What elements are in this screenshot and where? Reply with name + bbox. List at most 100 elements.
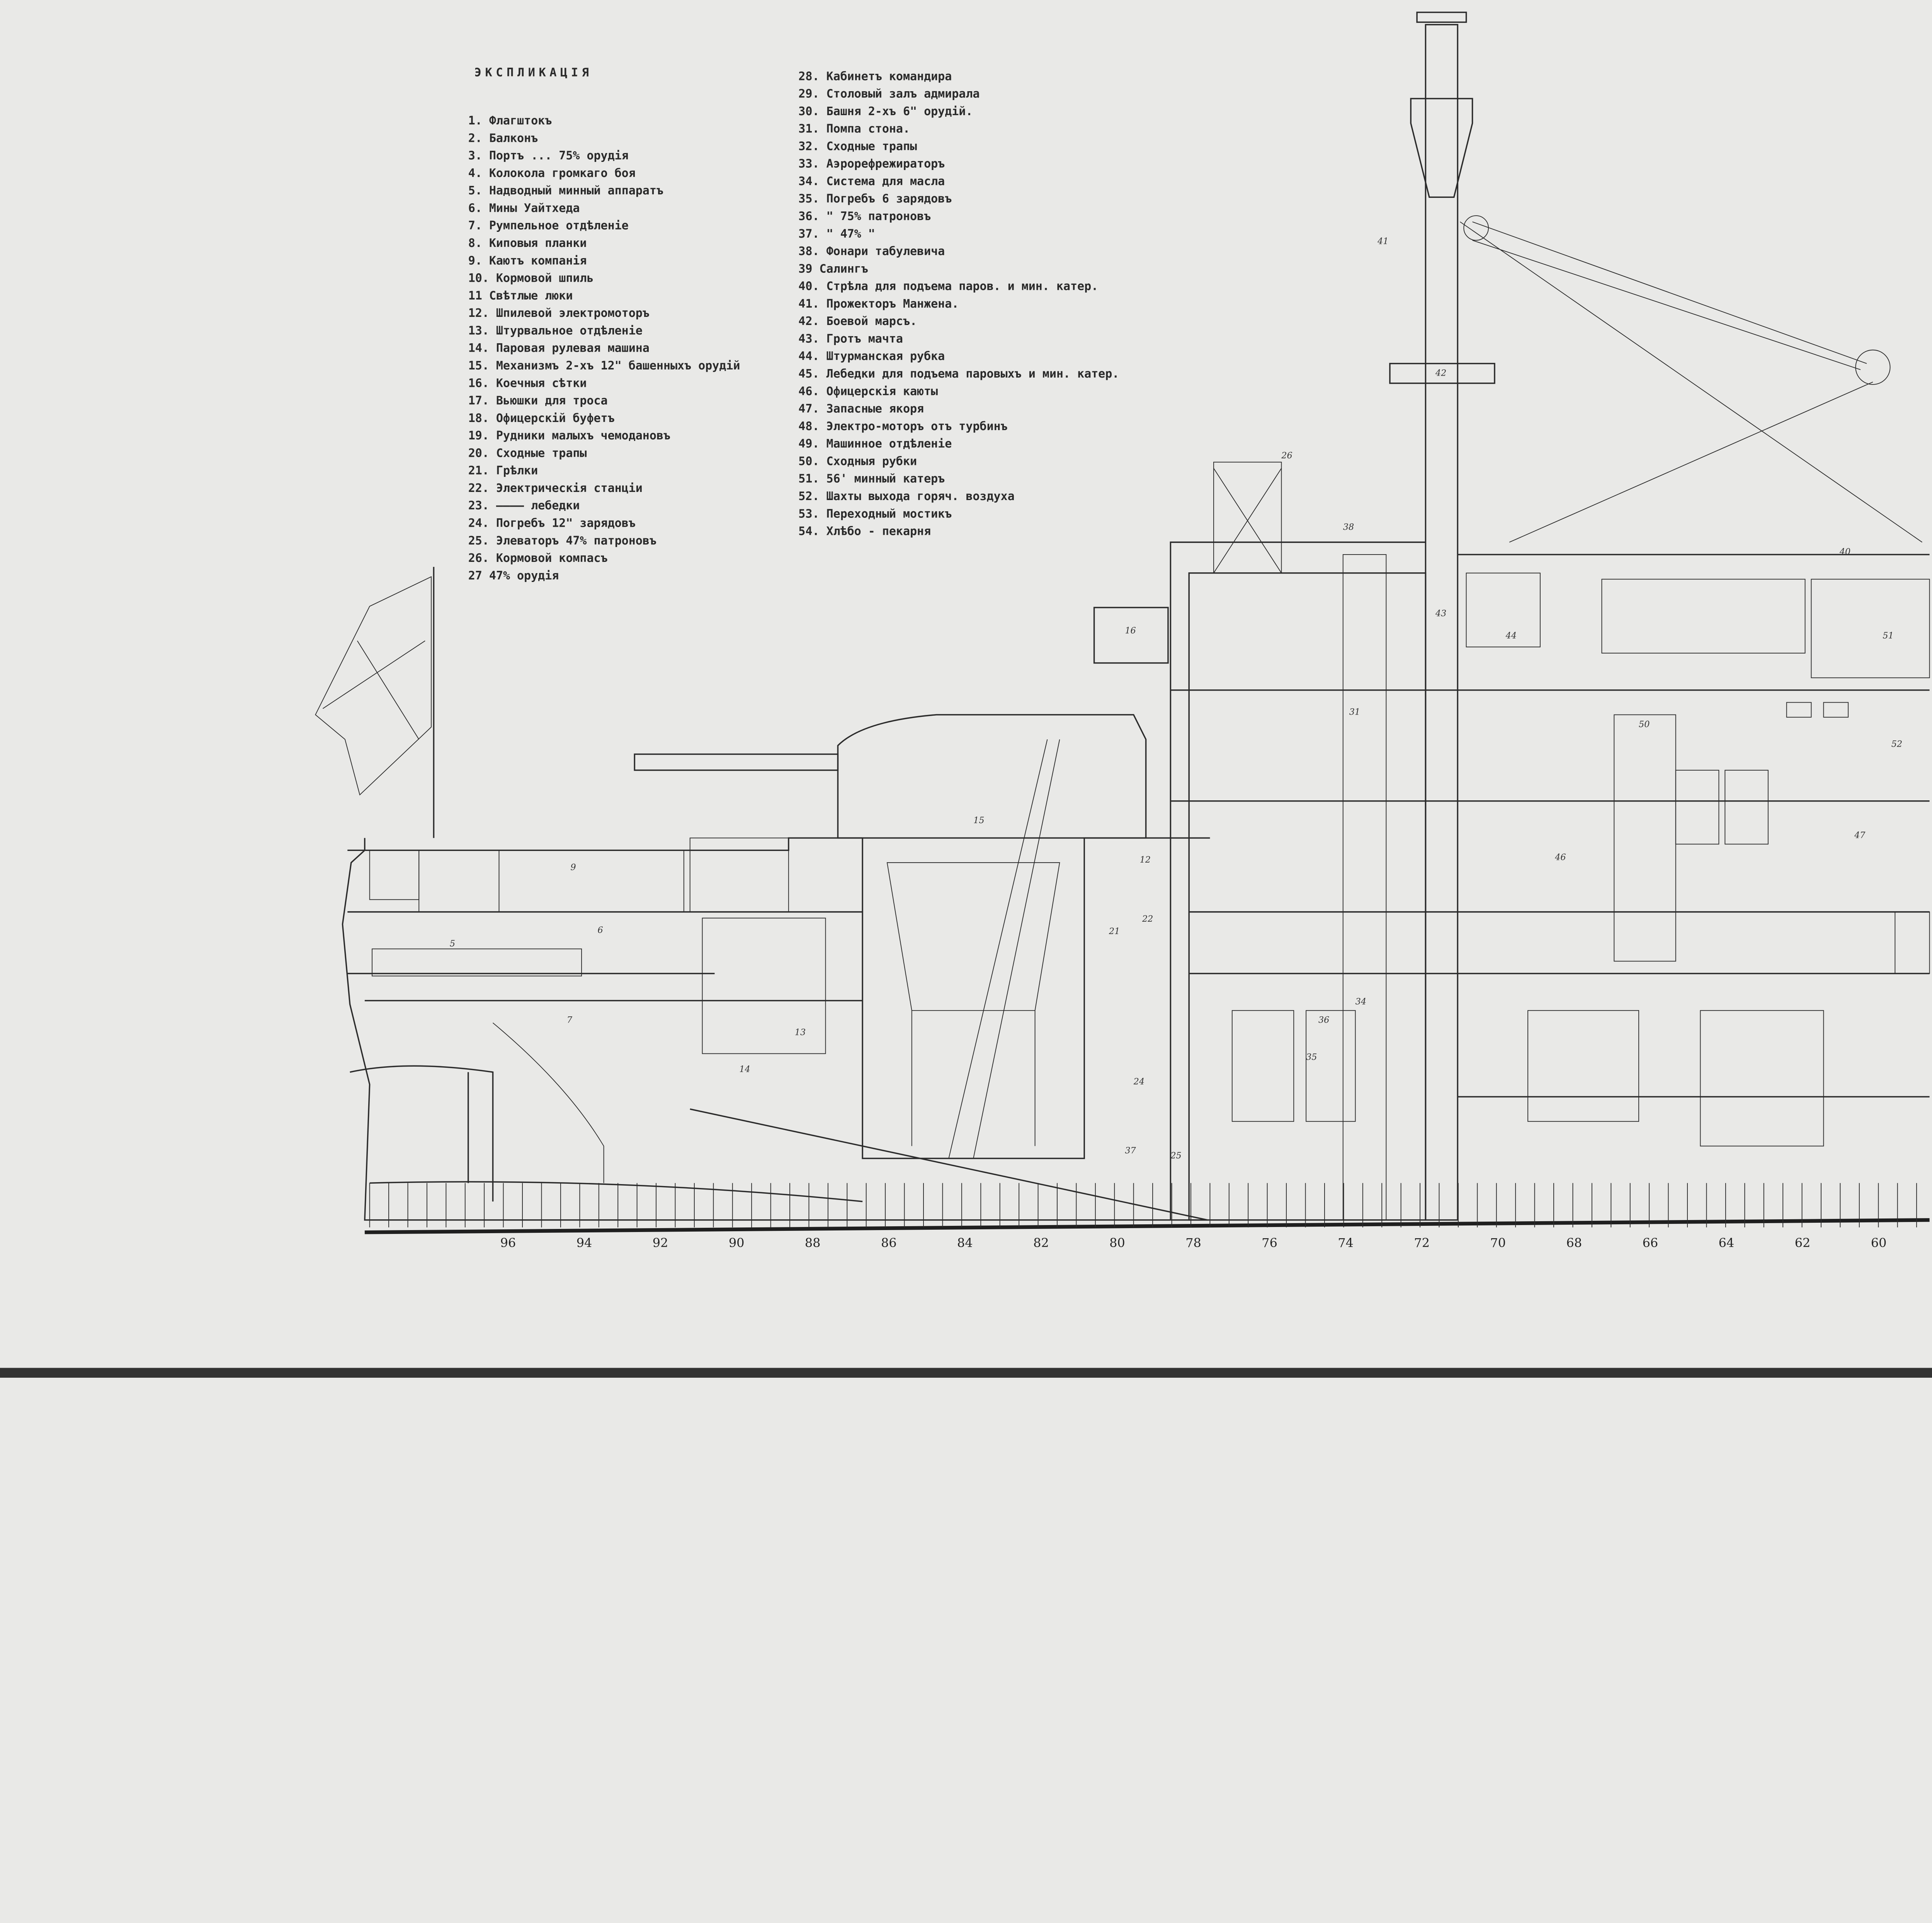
frame-number: 88 [805, 1235, 821, 1250]
hull-stern [342, 838, 1208, 1221]
frame-number: 68 [1566, 1235, 1582, 1250]
callout-number: 21 [1109, 926, 1120, 936]
frame-number: 60 [1871, 1235, 1887, 1250]
frame-number: 64 [1719, 1235, 1735, 1250]
legend-item: 34. Система для масла [798, 175, 945, 188]
legend-item: 6. Мины Уайтхеда [468, 201, 580, 215]
legend-item: 30. Башня 2-хъ 6" орудiй. [798, 105, 973, 118]
legend-item: 32. Сходные трапы [798, 140, 917, 153]
callout-number: 26 [1281, 451, 1292, 461]
frame-lines [369, 1183, 1917, 1228]
legend-item: 52. Шахты выхода горяч. воздуха [798, 490, 1014, 503]
frame-number: 62 [1795, 1235, 1811, 1250]
callout-number: 38 [1343, 522, 1354, 532]
wardroom [498, 850, 684, 912]
frame-number: 74 [1338, 1235, 1354, 1250]
keel-rise [690, 1108, 1208, 1221]
legend-item: 51. 56' минный катеръ [798, 472, 945, 486]
callout-number: 42 [1435, 368, 1446, 378]
callout-number: 31 [1349, 707, 1360, 717]
callout-number: 51 [1883, 631, 1893, 641]
callout-number: 12 [1140, 855, 1151, 865]
legend-item: 42. Боевой марсъ. [798, 315, 917, 328]
legend-item: 49. Машинное отдѣленiе [798, 437, 952, 451]
legend-item: 5. Надводный минный аппаратъ [468, 184, 663, 197]
callout-number: 36 [1318, 1015, 1329, 1025]
legend-item: 46. Офицерскiя каюты [798, 385, 938, 398]
legend-item: 13. Штурвальное отдѣленiе [468, 324, 643, 337]
legend-item: 33. Аэрорефрежираторъ [798, 157, 945, 171]
legend-item: 7. Румпельное отдѣленiе [468, 219, 629, 233]
callout-number: 44 [1505, 631, 1517, 641]
callout-numbers: 1615965713142437353634424344405152504647… [450, 236, 1902, 1161]
legend-item: 37. " 47% " [798, 227, 875, 241]
callout-number: 15 [973, 815, 984, 825]
frame-number: 90 [729, 1235, 745, 1250]
legend-item: 8. Киповыя планки [468, 237, 587, 250]
superstructure [1093, 461, 1930, 1221]
steering-gear [492, 1022, 604, 1183]
legend-item: 25. Элеваторъ 47% патроновъ [468, 534, 656, 548]
legend-item: 10. Кормовой шпиль [468, 272, 594, 285]
callout-number: 35 [1306, 1052, 1317, 1062]
legend-item: 15. Механизмъ 2-хъ 12" башенныхъ орудiй [468, 359, 740, 373]
legend-item: 39 Салингъ [798, 262, 868, 276]
legend-item: 54. Хлѣбо - пекарня [798, 525, 931, 538]
frame-number: 92 [653, 1235, 668, 1250]
legend-item: 23. ———— лебедки [468, 499, 580, 512]
frame-number: 66 [1643, 1235, 1658, 1250]
legend-item: 18. Офицерскiй буфетъ [468, 412, 615, 425]
frame-number: 72 [1414, 1235, 1430, 1250]
legend-title: ЭКСПЛИКАЦIЯ [474, 66, 593, 80]
frame-number: 86 [881, 1235, 897, 1250]
keel-line [364, 1218, 1930, 1234]
callout-number: 25 [1170, 1150, 1181, 1161]
legend-item: 16. Коечныя сѣтки [468, 376, 587, 390]
gun-barrel [634, 753, 839, 771]
legend-item: 45. Лебедки для подъема паровыхъ и мин. … [798, 367, 1119, 381]
torpedo-tube [372, 948, 582, 977]
callout-number: 24 [1133, 1077, 1145, 1087]
callout-number: 16 [1125, 626, 1136, 636]
frame-number: 76 [1262, 1235, 1277, 1250]
searchlight-tower [1213, 461, 1282, 573]
legend-item: 40. Стрѣла для подъема паров. и мин. кат… [798, 280, 1098, 293]
callout-number: 52 [1891, 739, 1902, 749]
legend-item: 36. " 75% патроновъ [798, 210, 931, 223]
legend-item: 26. Кормовой компасъ [468, 551, 608, 565]
12-inch-turret [634, 714, 1147, 1159]
rudder [350, 1065, 494, 1202]
frame-number: 80 [1109, 1235, 1125, 1250]
legend-item: 28. Кабинетъ командира [798, 70, 952, 83]
ship-section: 1615965713142437353634424344405152504647… [315, 12, 1930, 1234]
legend-item: 47. Запасные якоря [798, 402, 924, 416]
main-mast [1389, 12, 1923, 1221]
legend-item: 31. Помпа стона. [798, 122, 910, 136]
frame-number: 70 [1490, 1235, 1506, 1250]
compartment [689, 837, 789, 912]
steering-compartment [702, 917, 826, 1054]
bottom-edge [0, 1368, 1932, 1378]
callout-number: 22 [1142, 914, 1153, 924]
legend-item: 12. Шпилевой электромоторъ [468, 306, 650, 320]
callout-number: 40 [1839, 547, 1850, 557]
callout-number: 13 [795, 1028, 806, 1038]
callout-number: 7 [567, 1015, 573, 1025]
legend-item: 53. Переходный мостикъ [798, 507, 952, 521]
legend-item: 24. Погребъ 12" зарядовъ [468, 517, 636, 530]
legend-item: 38. Фонари табулевича [798, 245, 945, 258]
callout-number: 46 [1554, 853, 1566, 863]
legend-item: 14. Паровая рулевая машина [468, 342, 650, 355]
legend-item: 29. Столовый залъ адмирала [798, 87, 980, 101]
callout-number: 43 [1435, 608, 1446, 618]
legend-item: 3. Портъ ... 75% орудiя [468, 149, 629, 163]
legend-item: 41. Прожекторъ Манжена. [798, 297, 959, 311]
callout-number: 9 [570, 862, 576, 872]
legend-item: 21. Грѣлки [468, 464, 538, 478]
legend-item: 35. Погребъ 6 зарядовъ [798, 192, 952, 206]
frame-number: 84 [957, 1235, 973, 1250]
flag-icon [315, 567, 435, 838]
